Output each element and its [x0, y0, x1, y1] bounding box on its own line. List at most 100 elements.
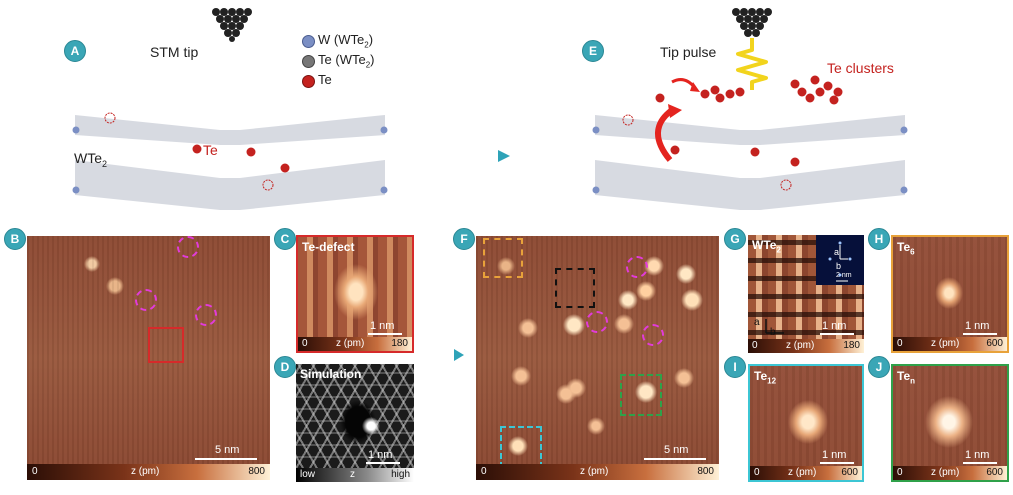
scale-label-f: 5 nm: [664, 444, 689, 456]
cbar-c-min: 0: [302, 338, 308, 349]
cbar-j-max: 600: [986, 467, 1003, 478]
wte2-bilayer-schematic-e: [592, 75, 908, 210]
scale-label-h: 1 nm: [965, 320, 990, 332]
stm-image-i: Te12 1 nm 0 z (pm) 600: [748, 364, 864, 482]
wte2-label-main: WTe: [74, 150, 102, 166]
panel-h-title: Te6: [897, 240, 915, 256]
cbar-b-min: 0: [32, 466, 38, 477]
legend-te-red-symbol: Te: [318, 72, 332, 87]
defect-circle-f3: [642, 324, 664, 346]
panel-h-badge: H: [868, 228, 890, 250]
legend-te-sub: 2: [365, 60, 371, 70]
panel-h-title-sub: 6: [910, 247, 915, 257]
scale-bar-b: [195, 458, 257, 460]
panel-h-title-main: Te: [897, 240, 911, 254]
cbar-b-mid: z (pm): [131, 466, 160, 477]
wte2-bilayer-schematic-a: [72, 105, 388, 210]
lattice-axis-a: a: [754, 317, 760, 328]
colorbar-j: 0 z (pm) 600: [893, 466, 1007, 480]
atom-legend: W (WTe2) Te (WTe2) Te: [302, 32, 375, 92]
legend-te-free: Te: [302, 72, 375, 92]
colorbar-i: 0 z (pm) 600: [750, 466, 862, 480]
colorbar-h: 0 z (pm) 600: [893, 337, 1007, 351]
legend-te-wte2: Te (WTe2): [302, 52, 375, 72]
panel-f-badge: F: [453, 228, 475, 250]
cbar-d-min: low: [300, 469, 316, 480]
cbar-f-min: 0: [481, 466, 487, 477]
panel-g-title-main: WTe: [752, 238, 777, 252]
cbar-d-mid: z: [350, 469, 355, 480]
scale-bar-f: [644, 458, 706, 460]
stm-image-g: WTe2 a b 2 nm a b 1 nm 0 z (pm) 180: [748, 235, 864, 353]
stm-image-f: 5 nm 0 z (pm) 800: [476, 236, 719, 480]
legend-w: W (WTe2): [302, 32, 375, 52]
panel-e-badge: E: [582, 40, 604, 62]
fft-inset: a b 2 nm: [816, 235, 864, 285]
scale-bar-j: [963, 462, 997, 464]
panel-b-badge: B: [4, 228, 26, 250]
scale-bar-i: [820, 462, 854, 464]
panel-c-badge: C: [274, 228, 296, 250]
legend-w-sub: 2: [364, 40, 369, 50]
legend-te-close: ): [370, 52, 375, 67]
defect-circle-f1: [626, 256, 648, 278]
stm-image-h: Te6 1 nm 0 z (pm) 600: [891, 235, 1009, 353]
legend-te-red-icon: [302, 75, 315, 88]
te6-box: [483, 238, 523, 278]
panel-c-title: Te-defect: [302, 240, 355, 254]
wte2-box: [555, 268, 595, 308]
legend-w-close: ): [368, 32, 374, 47]
scale-label-g: 1 nm: [822, 320, 847, 332]
tip-pulse-label: Tip pulse: [660, 44, 717, 60]
panel-j-badge: J: [868, 356, 890, 378]
stm-image-b: 5 nm 0 z (pm) 800: [27, 236, 270, 480]
legend-w-icon: [302, 35, 315, 48]
wte2-label: WTe2: [74, 150, 107, 169]
te-clusters-label: Te clusters: [827, 60, 894, 76]
transition-arrow-top: [442, 150, 510, 162]
colorbar-c: 0 z (pm) 180: [298, 337, 412, 351]
panel-i-title-main: Te: [754, 369, 768, 383]
legend-w-symbol: W: [318, 32, 331, 47]
defect-circle-2: [135, 289, 157, 311]
cbar-i-min: 0: [754, 467, 760, 478]
cbar-c-mid: z (pm): [336, 338, 365, 349]
scale-bar-g: [820, 333, 854, 335]
panel-j-title: Ten: [897, 369, 915, 385]
scale-bar-d: [366, 462, 400, 464]
panel-g-title: WTe2: [752, 238, 781, 254]
panel-i-title: Te12: [754, 369, 776, 385]
cbar-j-min: 0: [897, 467, 903, 478]
stm-image-j: Ten 1 nm 0 z (pm) 600: [891, 364, 1009, 482]
cbar-h-min: 0: [897, 338, 903, 349]
lattice-axes-icon: [765, 319, 784, 334]
ten-box: [620, 374, 662, 416]
colorbar-f: 0 z (pm) 800: [476, 464, 719, 480]
scale-bar-h: [963, 333, 997, 335]
cbar-g-mid: z (pm): [786, 340, 815, 351]
scale-label-j: 1 nm: [965, 449, 990, 461]
panel-i-title-sub: 12: [767, 376, 777, 386]
stm-tip-pulse-icon: [732, 8, 772, 90]
fft-inset-svg: [828, 241, 852, 282]
te-atom-label: Te: [203, 142, 218, 158]
scale-bar-c: [368, 333, 402, 335]
stm-tip-label: STM tip: [150, 44, 199, 60]
cbar-h-mid: z (pm): [931, 338, 960, 349]
cbar-b-max: 800: [248, 466, 265, 477]
panel-j-title-main: Te: [897, 369, 911, 383]
lattice-axis-b: b: [770, 327, 776, 338]
legend-te-symbol: Te: [318, 52, 332, 67]
cbar-g-min: 0: [752, 340, 758, 351]
cbar-i-max: 600: [841, 467, 858, 478]
colorbar-g: 0 z (pm) 180: [748, 339, 864, 353]
cbar-f-mid: z (pm): [580, 466, 609, 477]
fft-scale-label: 2 nm: [836, 272, 852, 279]
panel-d-title: Simulation: [300, 367, 362, 381]
defect-circle-3: [195, 304, 217, 326]
fft-axis-b: b: [836, 261, 842, 271]
te-defect-box: [148, 327, 184, 363]
colorbar-d: low z high: [296, 468, 414, 482]
legend-te-gray-icon: [302, 55, 315, 68]
te12-box: [500, 426, 542, 468]
